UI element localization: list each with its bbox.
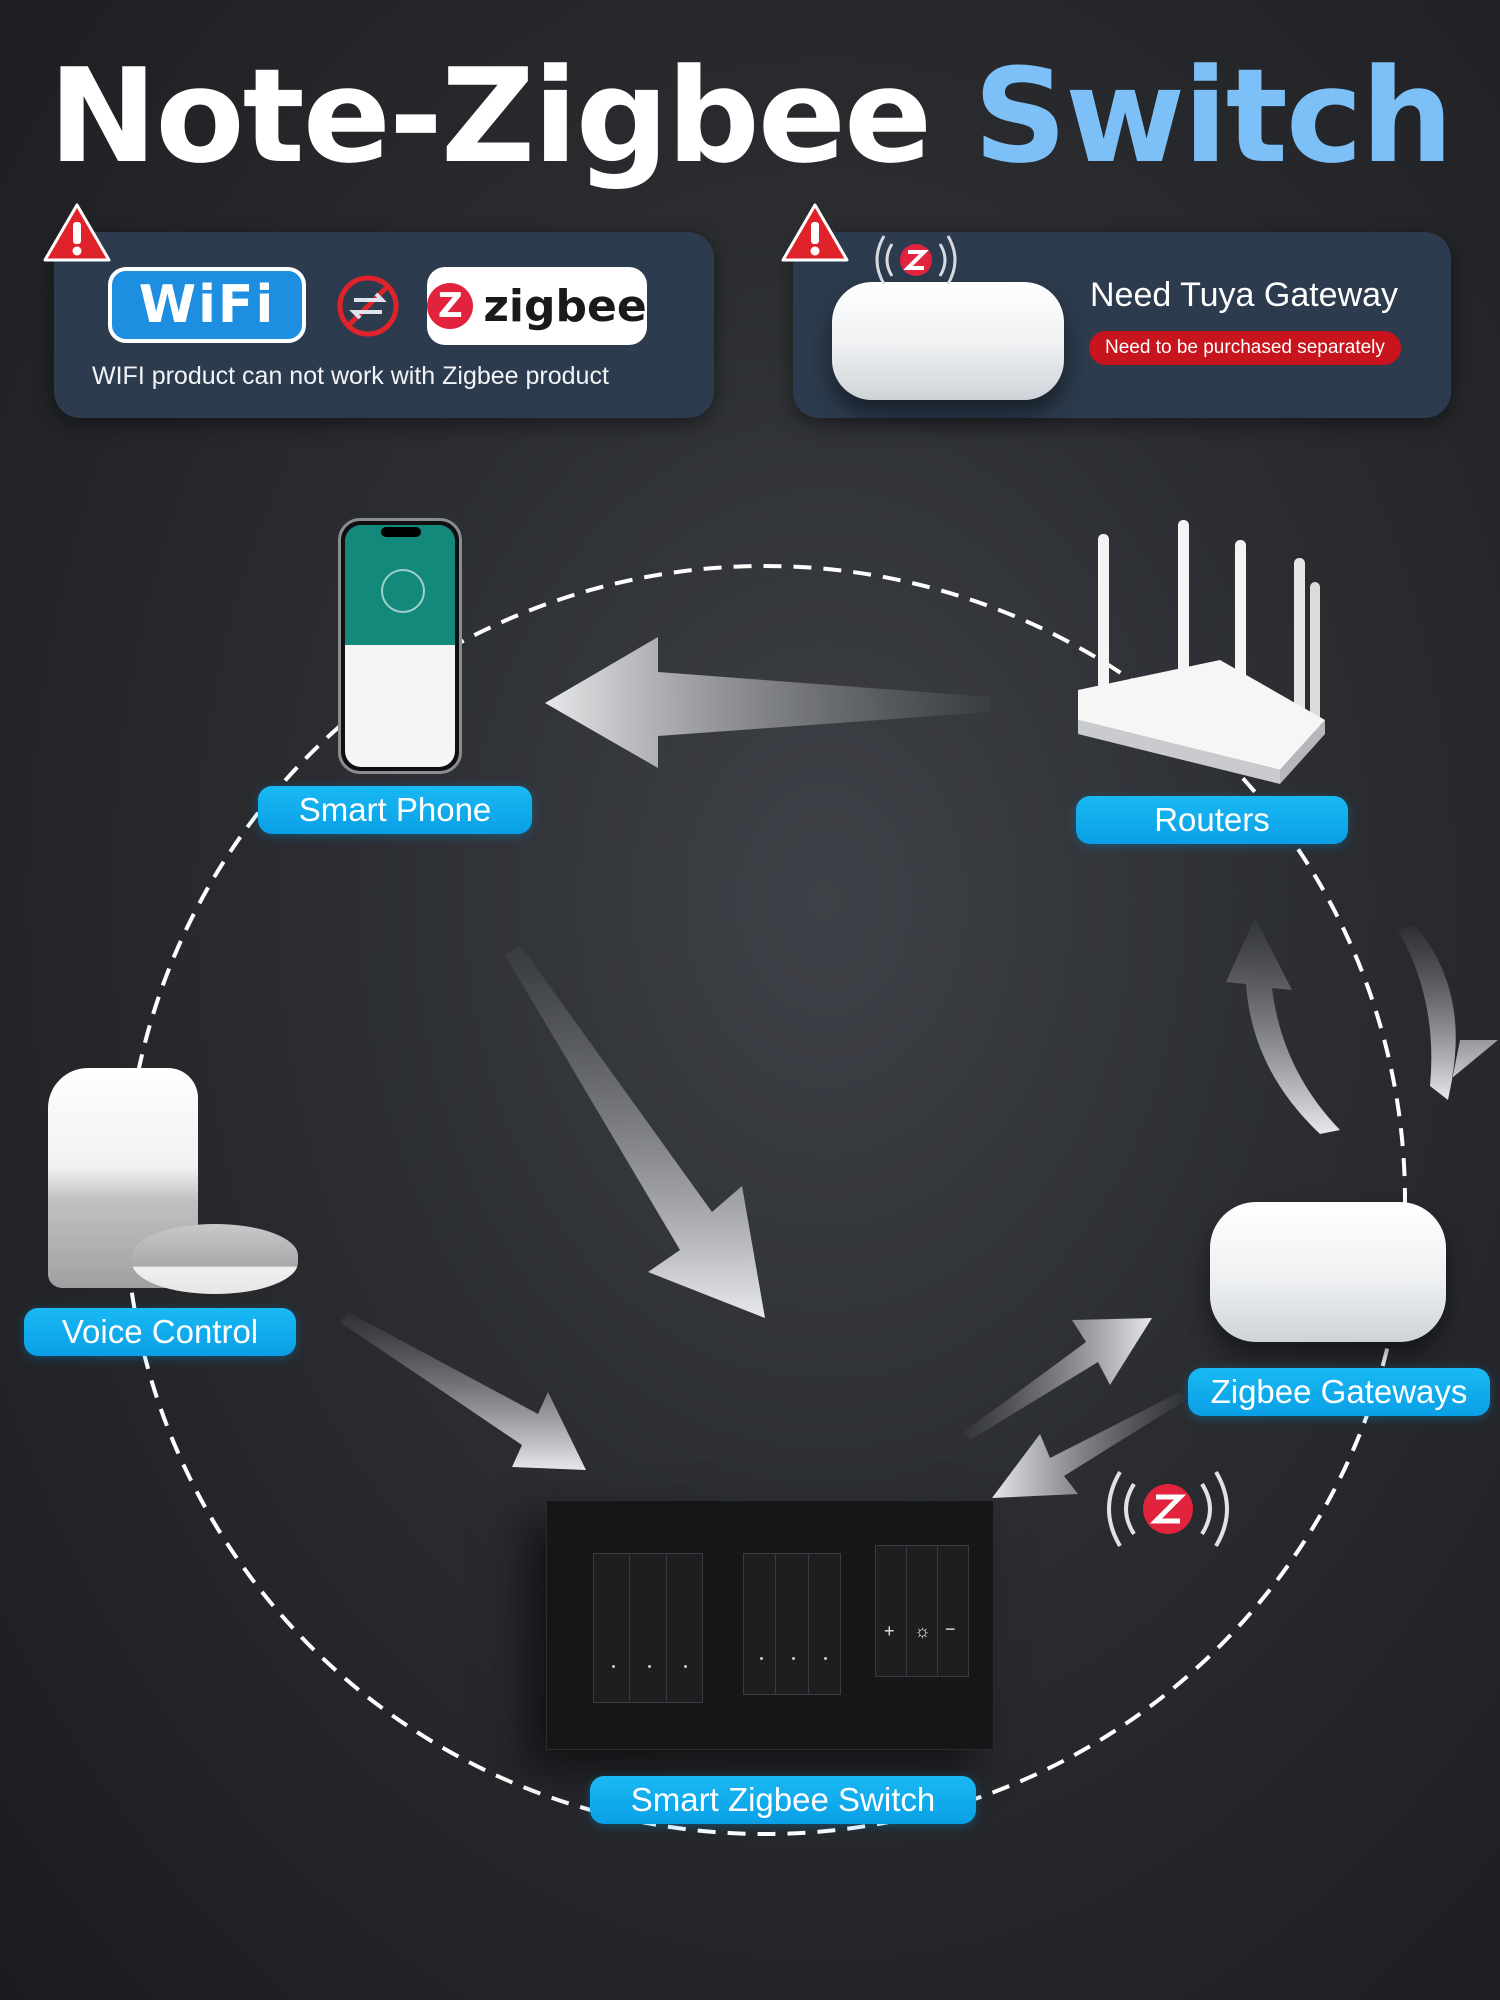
minus-icon: − <box>945 1619 956 1639</box>
dashed-connection-ring <box>123 564 1407 1836</box>
no-exchange-icon <box>337 275 399 337</box>
switch-key <box>809 1554 840 1694</box>
tuya-gateway-image <box>832 282 1064 400</box>
mini-speaker-image <box>132 1224 298 1294</box>
zigbee-badge-label: zigbee <box>483 280 647 332</box>
switch-key <box>594 1554 631 1702</box>
switch-key <box>744 1554 777 1694</box>
gateway-title: Need Tuya Gateway <box>1090 276 1399 314</box>
arrow-switch-to-gateway <box>964 1318 1152 1440</box>
phone-notch <box>381 527 421 537</box>
switch-gang-2 <box>743 1553 841 1695</box>
dimmer-gang <box>875 1545 969 1677</box>
router-image <box>1078 520 1325 784</box>
purchase-separately-pill: Need to be purchased separately <box>1089 331 1401 365</box>
label-routers: Routers <box>1076 796 1348 844</box>
zigbee-signal-icon-2 <box>1107 1470 1229 1548</box>
arrow-phone-to-switch <box>505 945 765 1318</box>
label-smart-zigbee-switch: Smart Zigbee Switch <box>590 1776 976 1824</box>
warning-triangle-icon <box>43 203 111 262</box>
arrow-router-to-gateway <box>1398 926 1498 1100</box>
switch-key <box>667 1554 702 1702</box>
arrow-gateway-to-switch <box>992 1392 1186 1498</box>
wifi-badge: WiFi <box>108 267 306 343</box>
dimmer-key <box>876 1546 907 1676</box>
zigbee-gateway-image <box>1210 1202 1446 1342</box>
zigbee-signal-icon <box>875 235 957 285</box>
phone-gateway-ring <box>381 569 425 613</box>
zigbee-badge: Z zigbee <box>427 267 647 345</box>
warning-triangle-icon-2 <box>781 203 849 262</box>
smart-zigbee-switch-image: + ☼ − <box>546 1500 994 1750</box>
wifi-note-text: WIFI product can not work with Zigbee pr… <box>92 362 609 390</box>
dimmer-key <box>907 1546 938 1676</box>
plus-icon: + <box>884 1621 895 1641</box>
smart-phone-image <box>338 518 462 774</box>
title-part-2: Switch <box>973 40 1453 192</box>
zigbee-logo-icon: Z <box>427 283 474 329</box>
switch-key <box>776 1554 809 1694</box>
label-zigbee-gateways: Zigbee Gateways <box>1188 1368 1490 1416</box>
label-smart-phone: Smart Phone <box>258 786 532 834</box>
switch-gang-1 <box>593 1553 703 1703</box>
title-part-1: Note-Zigbee <box>48 40 933 192</box>
arrow-gateway-to-router <box>1226 918 1340 1134</box>
arrow-voice-to-switch <box>340 1312 586 1470</box>
phone-screen-body <box>345 645 455 767</box>
arrow-routers-to-phone <box>545 637 990 768</box>
label-voice-control: Voice Control <box>24 1308 296 1356</box>
dimmer-key <box>938 1546 968 1676</box>
brightness-icon: ☼ <box>914 1621 931 1641</box>
page-title: Note-Zigbee Switch <box>0 40 1500 192</box>
switch-key <box>630 1554 667 1702</box>
